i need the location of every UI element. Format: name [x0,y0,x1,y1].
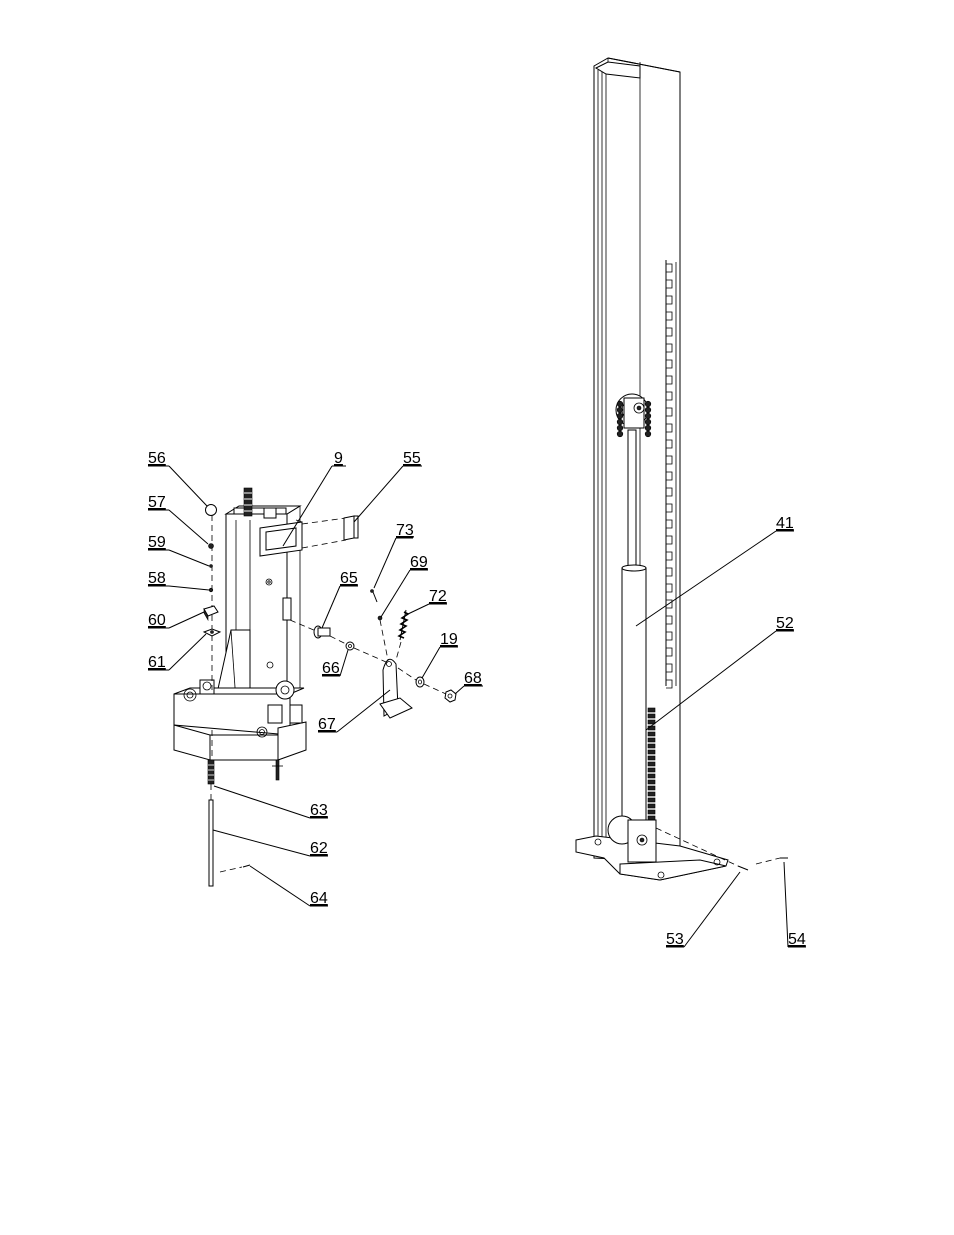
top-chain [243,487,253,517]
hydraulic-cylinder-41 [615,393,649,839]
rack-slots [665,260,677,689]
label-59: 59 [148,534,166,551]
label-56: 56 [148,450,166,467]
label-54: 54 [788,931,806,948]
label-52: 52 [776,615,794,632]
spring-63 [207,759,215,785]
chain-cylinder [616,400,652,438]
label-62: 62 [310,840,328,857]
label-41: 41 [776,515,794,532]
washer-66 [345,641,355,651]
label-66: 66 [322,660,340,677]
label-65: 65 [340,570,358,587]
latch-67 [379,658,413,719]
label-68: 68 [464,670,482,687]
nut-68 [444,689,457,703]
base-plate [575,815,729,881]
label-53: 53 [666,931,684,948]
chain-52 [647,707,656,839]
label-55: 55 [403,450,421,467]
bracket-9 [259,519,303,557]
washer-19 [415,676,425,688]
label-9: 9 [334,450,343,467]
label-63: 63 [310,802,328,819]
label-64: 64 [310,890,328,907]
lift-column-assembly [575,57,788,881]
label-61: 61 [148,654,166,671]
label-72: 72 [429,588,447,605]
spring-72 [397,609,410,641]
part-labels: 56 57 59 58 60 61 9 55 73 69 65 72 19 66… [148,450,806,948]
rod-62 [208,799,214,887]
label-19: 19 [440,631,458,648]
pin-65 [313,625,331,639]
label-67: 67 [318,716,336,733]
lift-leg-assembly [173,487,457,887]
label-73: 73 [396,522,414,539]
label-69: 69 [410,554,428,571]
label-60: 60 [148,612,166,629]
leader-lines [148,465,806,948]
label-57: 57 [148,494,166,511]
label-58: 58 [148,570,166,587]
